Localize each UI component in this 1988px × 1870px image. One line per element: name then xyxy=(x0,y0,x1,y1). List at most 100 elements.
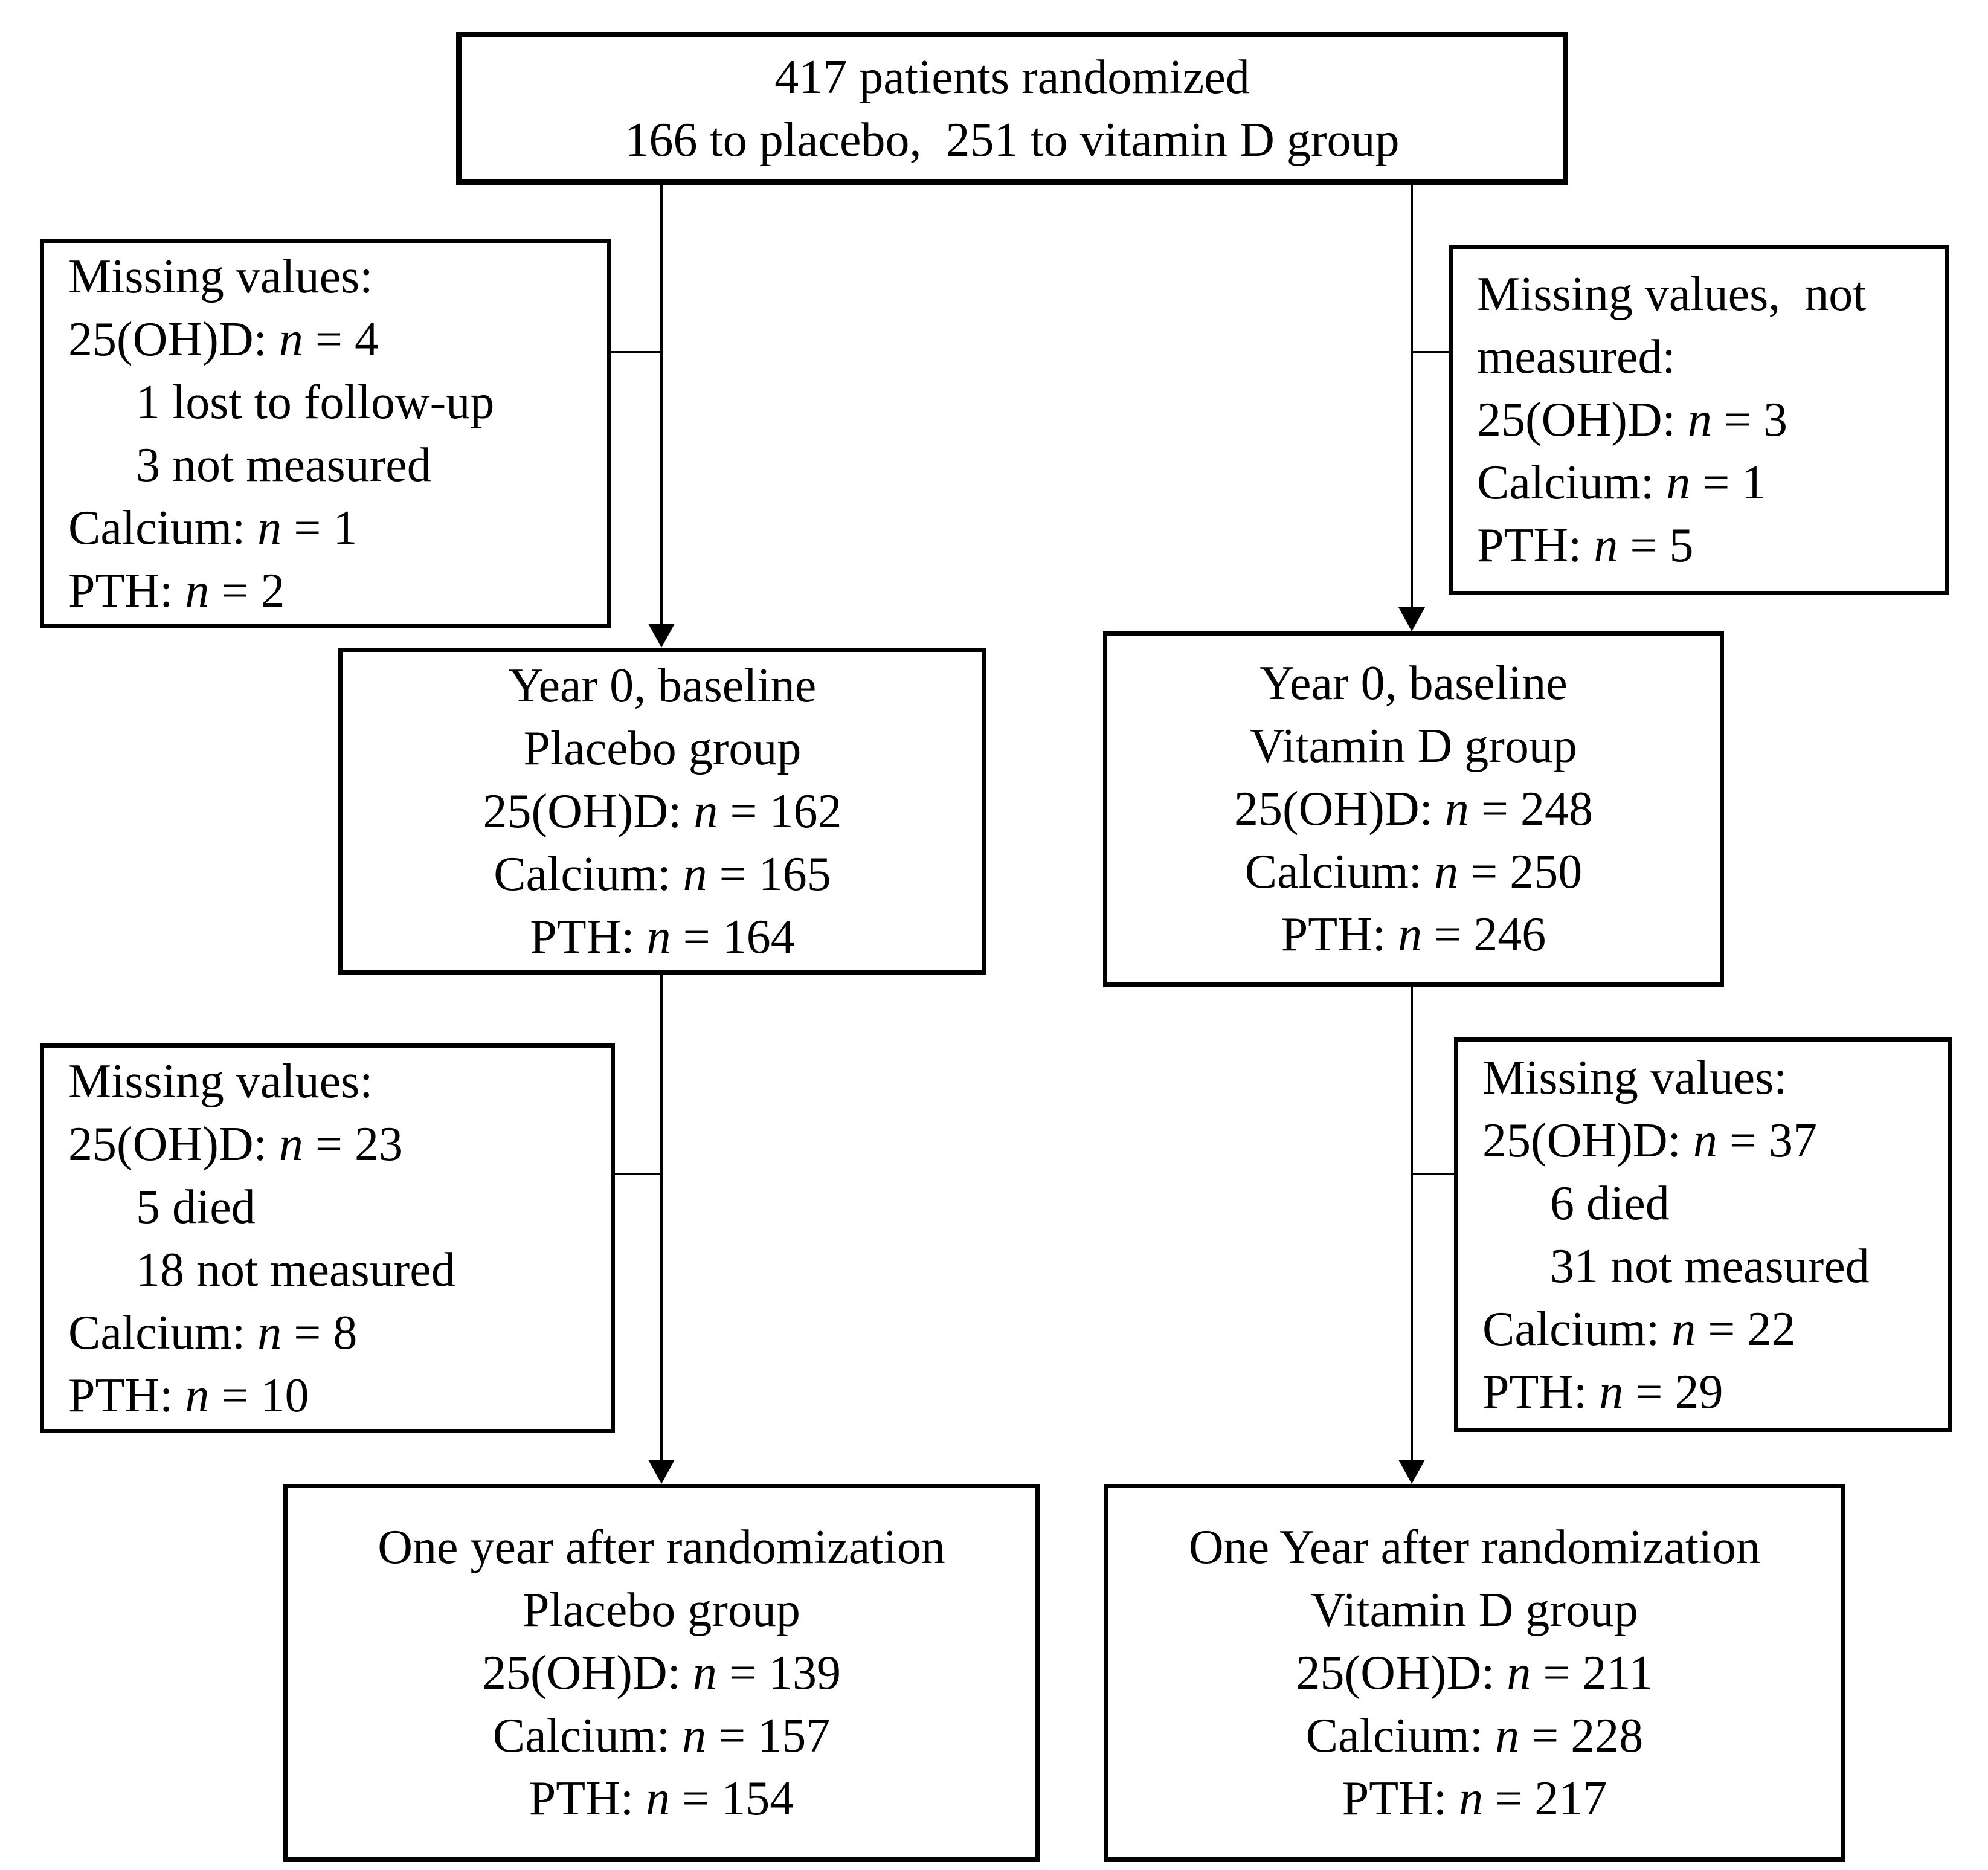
text-line: Year 0, baseline xyxy=(343,654,982,717)
text-segment: 5 died xyxy=(136,1180,256,1234)
text-segment: PTH: xyxy=(68,564,185,617)
text-segment: = 154 xyxy=(670,1772,794,1825)
connector-randomized-to-year0-placebo xyxy=(660,185,663,625)
math-var-n: n xyxy=(278,1117,303,1171)
text-segment: Calcium: xyxy=(494,847,683,901)
text-line: 25(OH)D: n = 248 xyxy=(1107,778,1720,840)
text-segment: Year 0, baseline xyxy=(1259,657,1568,710)
text-line: Calcium: n = 22 xyxy=(1482,1298,1972,1361)
text-segment: Calcium: xyxy=(68,501,258,555)
text-segment: = 10 xyxy=(209,1369,309,1422)
text-segment: = 211 xyxy=(1531,1646,1653,1700)
text-segment: Calcium: xyxy=(1305,1709,1496,1762)
text-segment: = 246 xyxy=(1422,908,1546,961)
text-segment: = 37 xyxy=(1717,1114,1817,1167)
text-segment: PTH: xyxy=(68,1369,185,1422)
text-segment: Calcium: xyxy=(1477,456,1667,509)
text-line: Missing values: xyxy=(68,1050,635,1113)
math-var-n: n xyxy=(1398,908,1423,961)
text-segment: Calcium: xyxy=(1482,1302,1672,1356)
text-line: PTH: n = 217 xyxy=(1108,1767,1841,1830)
text-segment: PTH: xyxy=(1281,908,1398,961)
text-line: Calcium: n = 157 xyxy=(288,1704,1035,1767)
connector-year0-to-oneyear-placebo xyxy=(660,975,663,1461)
arrowhead-down-icon xyxy=(648,1460,675,1484)
text-line: 25(OH)D: n = 23 xyxy=(68,1113,635,1176)
text-line: PTH: n = 164 xyxy=(343,906,982,969)
text-segment: 1 lost to follow-up xyxy=(136,375,495,429)
text-segment: = 3 xyxy=(1711,393,1787,447)
text-line: measured: xyxy=(1477,326,1969,389)
text-segment: PTH: xyxy=(1477,519,1594,572)
text-line: 417 patients randomized xyxy=(462,46,1563,109)
math-var-n: n xyxy=(1666,456,1691,509)
connector-missing-baseline-vitamind xyxy=(1412,351,1450,353)
connector-randomized-to-year0-vitamind xyxy=(1411,185,1413,608)
text-line: Calcium: n = 8 xyxy=(68,1301,635,1364)
text-segment: 25(OH)D: xyxy=(68,1117,279,1171)
text-line: 31 not measured xyxy=(1482,1235,1972,1298)
text-line: Calcium: n = 250 xyxy=(1107,840,1720,903)
math-var-n: n xyxy=(1599,1365,1624,1419)
arrowhead-down-icon xyxy=(1398,607,1425,631)
text-segment: PTH: xyxy=(529,1772,646,1825)
text-segment: Missing values: xyxy=(68,1054,373,1108)
text-segment: 417 patients randomized xyxy=(774,50,1250,104)
text-segment: 25(OH)D: xyxy=(483,784,694,838)
text-segment: Calcium: xyxy=(1244,845,1435,898)
text-line: Calcium: n = 228 xyxy=(1108,1704,1841,1767)
text-segment: Vitamin D group xyxy=(1250,720,1577,773)
arrowhead-down-icon xyxy=(648,624,675,648)
text-line: PTH: n = 2 xyxy=(68,559,631,622)
text-segment: = 217 xyxy=(1483,1772,1607,1825)
text-line: Year 0, baseline xyxy=(1107,652,1720,715)
text-segment: Placebo group xyxy=(523,1583,800,1637)
math-var-n: n xyxy=(1693,1114,1717,1167)
math-var-n: n xyxy=(693,784,718,838)
math-var-n: n xyxy=(1507,1646,1531,1700)
text-segment: 25(OH)D: xyxy=(482,1646,693,1700)
box-randomized-text: 417 patients randomized 166 to placebo, 2… xyxy=(462,46,1563,172)
text-segment: = 165 xyxy=(707,847,831,901)
text-segment: 25(OH)D: xyxy=(1234,782,1445,836)
text-segment: Calcium: xyxy=(68,1306,258,1359)
text-segment: 3 not measured xyxy=(136,438,431,492)
text-line: Calcium: n = 1 xyxy=(1477,451,1969,514)
text-segment: = 2 xyxy=(209,564,285,617)
text-segment: Vitamin D group xyxy=(1311,1583,1638,1637)
text-line: Calcium: n = 165 xyxy=(343,843,982,906)
math-var-n: n xyxy=(682,1709,707,1762)
text-segment: Missing values: xyxy=(1482,1051,1787,1104)
text-segment: = 29 xyxy=(1623,1365,1723,1419)
text-line: PTH: n = 29 xyxy=(1482,1361,1972,1423)
text-segment: 166 to placebo, 251 to vitamin D group xyxy=(625,113,1400,167)
text-line: PTH: n = 154 xyxy=(288,1767,1035,1830)
text-line: 25(OH)D: n = 3 xyxy=(1477,389,1969,451)
math-var-n: n xyxy=(683,847,707,901)
math-var-n: n xyxy=(1444,782,1469,836)
text-segment: PTH: xyxy=(530,910,647,964)
math-var-n: n xyxy=(646,910,671,964)
text-line: 18 not measured xyxy=(68,1239,635,1301)
text-segment: Year 0, baseline xyxy=(508,659,817,712)
text-line: PTH: n = 5 xyxy=(1477,514,1969,577)
text-line: Vitamin D group xyxy=(1107,715,1720,778)
text-line: 25(OH)D: n = 139 xyxy=(288,1642,1035,1704)
text-segment: 18 not measured xyxy=(136,1243,455,1297)
text-segment: = 248 xyxy=(1468,782,1593,836)
math-var-n: n xyxy=(257,1306,282,1359)
text-line: 5 died xyxy=(68,1176,635,1239)
connector-missing-baseline-placebo xyxy=(611,351,661,353)
text-line: Missing values, not xyxy=(1477,263,1969,326)
text-line: One year after randomization xyxy=(288,1516,1035,1579)
math-var-n: n xyxy=(278,312,303,366)
text-line: Vitamin D group xyxy=(1108,1579,1841,1642)
text-line: Missing values: xyxy=(68,245,631,308)
